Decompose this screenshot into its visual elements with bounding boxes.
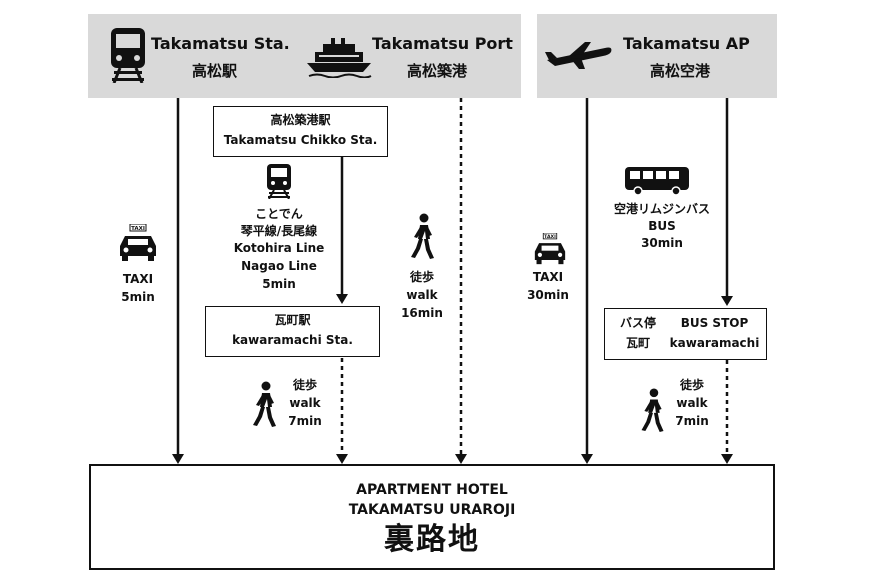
bus-stop-ja-1: バス停 <box>619 316 656 330</box>
busstop-walk-ja: 徒歩 <box>679 378 704 392</box>
taxi-icon: TAXI <box>120 224 156 261</box>
airport-taxi-mode: TAXI <box>532 270 564 284</box>
airport-name-ja: 高松空港 <box>650 62 711 80</box>
bus-stop-en-2: kawaramachi <box>669 336 760 350</box>
station-name-ja: 高松駅 <box>192 62 238 80</box>
taxi-icon: TAXI <box>534 233 566 265</box>
walker-icon <box>411 213 434 259</box>
bus-stop-en-1: BUS STOP <box>680 316 749 330</box>
limousine-name-ja: 空港リムジンバス <box>613 202 710 216</box>
airport-taxi-time: 30min <box>527 288 569 302</box>
walker-icon <box>253 381 276 427</box>
kotoden-time: 5min <box>262 277 296 291</box>
arrow-head-busstop-walk <box>721 454 733 464</box>
arrow-head-port-walk <box>455 454 467 464</box>
bus-stop-ja-2: 瓦町 <box>625 336 650 350</box>
stop-bus-kawaramachi: バス停 瓦町 BUS STOP kawaramachi <box>604 308 767 360</box>
arrow-head-kawaramachi-walk <box>336 454 348 464</box>
stop-chikko: 高松築港駅 Takamatsu Chikko Sta. <box>213 106 388 157</box>
stop-kawaramachi: 瓦町駅 kawaramachi Sta. <box>205 306 380 357</box>
train-icon <box>111 28 145 83</box>
ship-icon <box>307 38 372 78</box>
airplane-icon <box>545 42 612 69</box>
hotel-line-1: APARTMENT HOTEL <box>356 482 508 498</box>
port-walk-time: 16min <box>401 306 443 320</box>
kotoden-line-en-1: Kotohira Line <box>233 241 325 255</box>
stop-chikko-en: Takamatsu Chikko Sta. <box>223 133 378 147</box>
kawaramachi-walk-time: 7min <box>288 414 322 428</box>
stop-chikko-ja: 高松築港駅 <box>270 113 331 127</box>
station-taxi-time: 5min <box>121 290 155 304</box>
port-walk-en: walk <box>406 288 438 302</box>
limousine-time: 30min <box>641 236 683 250</box>
stop-kawaramachi-en: kawaramachi Sta. <box>232 333 353 347</box>
kawaramachi-walk-ja: 徒歩 <box>292 378 317 392</box>
port-name-ja: 高松築港 <box>407 62 468 80</box>
arrow-head-limousine <box>721 296 733 306</box>
header-rail-port <box>88 14 521 98</box>
destination-hotel: APARTMENT HOTEL TAKAMATSU URAROJI 裏路地 <box>89 464 775 570</box>
kotoden-lines-ja: 琴平線/長尾線 <box>240 224 318 238</box>
limousine-name-en: BUS <box>648 219 676 233</box>
taxi-sign-text: TAXI <box>131 226 145 232</box>
kotoden-name-ja: ことでん <box>255 207 303 221</box>
busstop-walk-en: walk <box>676 396 708 410</box>
bus-icon <box>625 167 689 196</box>
port-name-en: Takamatsu Port <box>372 34 513 53</box>
busstop-walk-time: 7min <box>675 414 709 428</box>
hotel-line-2: TAKAMATSU URAROJI <box>348 502 516 518</box>
kotoden-line-en-2: Nagao Line <box>241 259 317 273</box>
station-name-en: Takamatsu Sta. <box>151 34 290 53</box>
taxi-sign-text: TAXI <box>544 234 556 240</box>
airport-name-en: Takamatsu AP <box>623 34 750 53</box>
train-icon <box>267 164 291 199</box>
walker-icon <box>641 388 664 432</box>
hotel-name-ja: 裏路地 <box>384 522 480 557</box>
kawaramachi-walk-en: walk <box>289 396 321 410</box>
arrow-head-station-taxi <box>172 454 184 464</box>
port-walk-ja: 徒歩 <box>409 270 434 284</box>
arrow-head-kotoden <box>336 294 348 304</box>
stop-kawaramachi-ja: 瓦町駅 <box>274 313 311 327</box>
station-taxi-mode: TAXI <box>122 272 154 286</box>
arrow-head-airport-taxi <box>581 454 593 464</box>
